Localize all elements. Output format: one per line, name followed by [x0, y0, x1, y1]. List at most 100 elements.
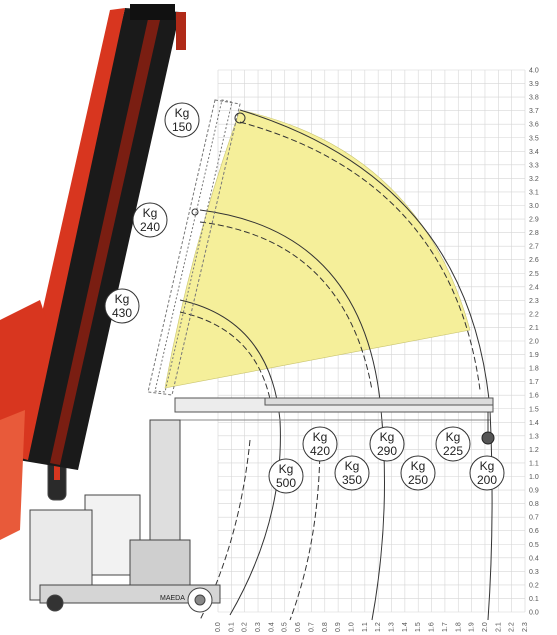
badge-value: 420	[310, 444, 330, 458]
x-tick-label: 0.8	[322, 622, 329, 632]
x-tick-label: 1.8	[455, 622, 462, 632]
y-tick-label: 3.6	[529, 122, 539, 129]
y-tick-label: 1.7	[529, 379, 539, 386]
x-tick-label: 0.4	[268, 622, 275, 632]
badge-circle	[268, 458, 304, 494]
jib-mid-hook	[191, 208, 199, 216]
y-tick-label: 3.8	[529, 95, 539, 102]
y-tick-label: 3.4	[529, 149, 539, 156]
badge-value: 430	[112, 306, 132, 320]
x-tick-label: 1.2	[375, 622, 382, 632]
badge-value: 150	[172, 120, 192, 134]
x-tick-label: 0.5	[282, 622, 289, 632]
y-tick-label: 1.0	[529, 474, 539, 481]
x-tick-label: 0.2	[242, 622, 249, 632]
y-tick-label: 2.6	[529, 257, 539, 264]
badge-unit: Kg	[345, 459, 360, 473]
y-tick-label: 3.3	[529, 162, 539, 169]
x-tick-label: 1.4	[402, 622, 409, 632]
y-tick-label: 0.4	[529, 555, 539, 562]
x-tick-label: 0.9	[335, 622, 342, 632]
y-tick-label: 3.1	[529, 189, 539, 196]
x-tick-label: 1.0	[348, 622, 355, 632]
x-tick-label: 0.6	[295, 622, 302, 632]
badge-circle	[400, 455, 436, 491]
arc-2	[199, 209, 385, 621]
jib-tip-hook	[234, 112, 246, 124]
x-axis-ticks: 0.0 0.1 0.2 0.3 0.4 0.5 0.6 0.7 0.8 0.9 1.0 1.1 1.2 1…	[215, 622, 529, 632]
badge-circle	[334, 455, 370, 491]
y-tick-label: 2.5	[529, 271, 539, 278]
y-tick-label: 0.7	[529, 515, 539, 522]
badge-value: 225	[443, 444, 463, 458]
x-tick-label: 1.6	[429, 622, 436, 632]
arc-5	[289, 439, 321, 621]
arc-outer-dash	[239, 121, 481, 391]
y-tick-label: 2.2	[529, 311, 539, 318]
badge-unit: Kg	[446, 430, 461, 444]
y-tick-label: 3.0	[529, 203, 539, 210]
x-tick-label: 0.7	[308, 622, 315, 632]
y-tick-label: 1.5	[529, 406, 539, 413]
y-tick-label: 1.4	[529, 420, 539, 427]
y-tick-label: 3.2	[529, 176, 539, 183]
y-tick-label: 4.0	[529, 68, 539, 75]
y-tick-label: 2.1	[529, 325, 539, 332]
badge-unit: Kg	[175, 106, 190, 120]
badge-unit: Kg	[115, 292, 130, 306]
load-badges: Kg150Kg240Kg430Kg500Kg420Kg350Kg290Kg250…	[104, 102, 505, 494]
y-tick-label: 0.3	[529, 569, 539, 576]
x-tick-label: 1.1	[362, 622, 369, 632]
x-tick-label: 1.5	[415, 622, 422, 632]
y-tick-label: 2.0	[529, 339, 539, 346]
horizontal-jib	[174, 397, 494, 421]
y-tick-label: 2.8	[529, 230, 539, 237]
x-tick-label: 0.1	[228, 622, 235, 632]
y-tick-label: 0.1	[529, 596, 539, 603]
x-tick-label: 2.0	[482, 622, 489, 632]
badge-circle	[369, 426, 405, 462]
y-tick-label: 0.8	[529, 501, 539, 508]
badge-unit: Kg	[411, 459, 426, 473]
badge-value: 290	[377, 444, 397, 458]
x-tick-label: 1.3	[389, 622, 396, 632]
y-tick-label: 1.8	[529, 366, 539, 373]
x-tick-label: 1.9	[469, 622, 476, 632]
arc-outer	[239, 109, 493, 621]
y-tick-label: 0.6	[529, 528, 539, 535]
y-tick-label: 1.1	[529, 460, 539, 467]
y-tick-label: 0.0	[529, 610, 539, 617]
x-tick-label: 1.7	[442, 622, 449, 632]
x-tick-label: 0.0	[215, 622, 222, 632]
badge-unit: Kg	[313, 430, 328, 444]
y-tick-label: 3.7	[529, 108, 539, 115]
y-tick-label: 1.9	[529, 352, 539, 359]
brand-plate: MAEDA	[160, 595, 185, 602]
y-tick-label: 2.7	[529, 244, 539, 251]
badge-value: 250	[408, 473, 428, 487]
x-tick-label: 0.3	[255, 622, 262, 632]
badge-circle	[164, 102, 200, 138]
badge-value: 240	[140, 220, 160, 234]
badge-circle	[302, 426, 338, 462]
badge-circle	[104, 288, 140, 324]
arc-3-dash	[179, 311, 273, 411]
y-tick-label: 3.9	[529, 81, 539, 88]
arc-2-dash	[199, 221, 373, 391]
x-tick-label: 2.3	[522, 622, 529, 632]
y-tick-label: 2.3	[529, 298, 539, 305]
y-tick-label: 2.4	[529, 284, 539, 291]
y-tick-label: 1.2	[529, 447, 539, 454]
badge-value: 200	[477, 473, 497, 487]
badge-unit: Kg	[279, 462, 294, 476]
